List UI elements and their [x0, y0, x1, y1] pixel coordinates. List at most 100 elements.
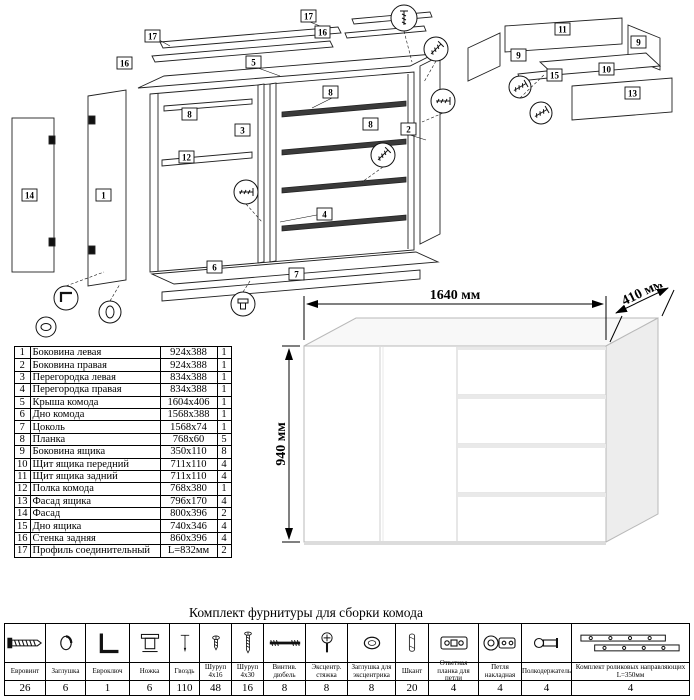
part-qty: 1 [216, 407, 232, 422]
kit-item: Евровинт 26 [5, 624, 45, 695]
part-qty: 4 [216, 457, 232, 471]
part-name: Планка [29, 432, 161, 447]
kit-item-name: Винтив. дюбель [264, 663, 305, 681]
right-side-panel [419, 55, 441, 245]
svg-text:8: 8 [187, 110, 192, 120]
svg-text:1: 1 [101, 191, 106, 201]
screw-4x16-icon [200, 624, 231, 663]
hardware-kit-table: Евровинт 26 Заглушка 6 Евроключ 1 Ножка … [4, 623, 690, 696]
svg-text:8: 8 [328, 88, 333, 98]
part-qty: 2 [216, 507, 232, 521]
kit-item: Ответная планка для петли 4 [428, 624, 478, 695]
kit-item-name: Петля накладная [479, 663, 521, 681]
part-label: 10 [598, 62, 615, 76]
part-name: Перегородка левая [29, 370, 161, 385]
kit-item: Петля накладная 4 [478, 624, 521, 695]
part-label: 1 [95, 188, 112, 202]
left-panels [11, 89, 127, 287]
kit-item-qty: 8 [281, 682, 288, 694]
kit-item-name: Комплект роликовых направляющих L=350мм [572, 663, 689, 681]
kit-item-name: Заглушка [46, 663, 85, 681]
part-label: 16 [314, 25, 331, 39]
kit-item: Заглушка 6 [45, 624, 85, 695]
svg-text:17: 17 [148, 32, 158, 42]
part-size: L=832мм [159, 544, 218, 558]
part-label: 4 [316, 207, 333, 221]
kit-item-qty: 48 [210, 682, 221, 694]
part-label: 5 [245, 55, 262, 69]
plinth [161, 269, 421, 302]
kit-item: Винтив. дюбель 8 [263, 624, 305, 695]
kit-item: Эксцентр. стяжка 8 [305, 624, 347, 695]
kit-item-qty: 4 [450, 682, 457, 694]
part-qty: 2 [216, 544, 232, 558]
cam-cap-icon [348, 624, 395, 663]
part-qty: 5 [216, 432, 232, 447]
assembly-diagram: 17 16 5 16 17 8 3 12 1 14 8 2 4 6 7 11 9… [11, 4, 673, 338]
svg-text:16: 16 [318, 28, 328, 38]
part-name: Стенка задняя [29, 531, 161, 546]
kit-item-qty: 6 [146, 682, 153, 694]
kit-item-qty: 1 [104, 682, 111, 694]
kit-item-name: Евроключ [86, 663, 129, 681]
svg-text:16: 16 [120, 59, 130, 69]
svg-text:6: 6 [212, 263, 217, 273]
depth-dimension: 410 мм [620, 284, 666, 309]
dowel-screw-icon [264, 624, 305, 663]
part-size: 768x60 [159, 432, 218, 447]
height-dimension: 940 мм [276, 422, 289, 466]
part-size: 860x396 [159, 531, 218, 546]
drawer-rails [281, 100, 407, 232]
part-number: 17 [14, 544, 31, 558]
kit-item-qty: 6 [62, 682, 69, 694]
part-number: 10 [14, 457, 31, 471]
part-number: 7 [14, 420, 31, 434]
kit-title: Комплект фурнитуры для сборки комода [188, 605, 423, 620]
kit-item-name: Заглушка для эксцентрика [348, 663, 395, 681]
euroscrew-icon [5, 624, 45, 663]
part-number: 1 [14, 345, 31, 360]
part-label: 3 [234, 123, 251, 137]
kit-item-name: Ответная планка для петли [429, 659, 478, 682]
svg-text:10: 10 [602, 65, 612, 75]
svg-text:4: 4 [322, 210, 327, 220]
part-name: Фасад ящика [29, 494, 161, 509]
svg-text:9: 9 [516, 51, 521, 61]
kit-item: Заглушка для эксцентрика 8 [347, 624, 395, 695]
part-size: 796x170 [159, 494, 218, 509]
kit-item-name: Шуруп 4x16 [200, 663, 231, 681]
part-label: 11 [554, 22, 571, 36]
kit-item-qty: 4 [497, 682, 503, 694]
part-number: 4 [14, 383, 31, 397]
part-size: 1568x388 [159, 407, 218, 422]
part-name: Цоколь [29, 420, 161, 434]
part-name: Боковина правая [29, 358, 161, 372]
part-number: 6 [14, 407, 31, 422]
hinge-icon [479, 624, 521, 663]
back-slats [151, 11, 433, 63]
kit-item-qty: 4 [543, 682, 550, 694]
part-name: Перегородка правая [29, 383, 161, 397]
part-size: 711x110 [159, 457, 218, 471]
kit-item-name: Ножка [130, 663, 169, 681]
kit-item: Полкодержатель 4 [521, 624, 571, 695]
part-label: 12 [178, 150, 195, 164]
callout-hardware-icons [40, 10, 550, 331]
svg-text:8: 8 [368, 120, 373, 130]
part-label: 2 [400, 122, 417, 136]
part-size: 924x388 [159, 345, 218, 360]
kit-item-name: Полкодержатель [522, 663, 571, 681]
kit-item: Шуруп 4x30 16 [231, 624, 263, 695]
part-qty: 1 [216, 383, 232, 397]
part-qty: 1 [216, 420, 232, 434]
part-name: Полка комода [29, 482, 161, 496]
cam-lock-icon [306, 624, 347, 663]
part-qty: 8 [216, 445, 232, 459]
dowel-icon [396, 624, 428, 663]
